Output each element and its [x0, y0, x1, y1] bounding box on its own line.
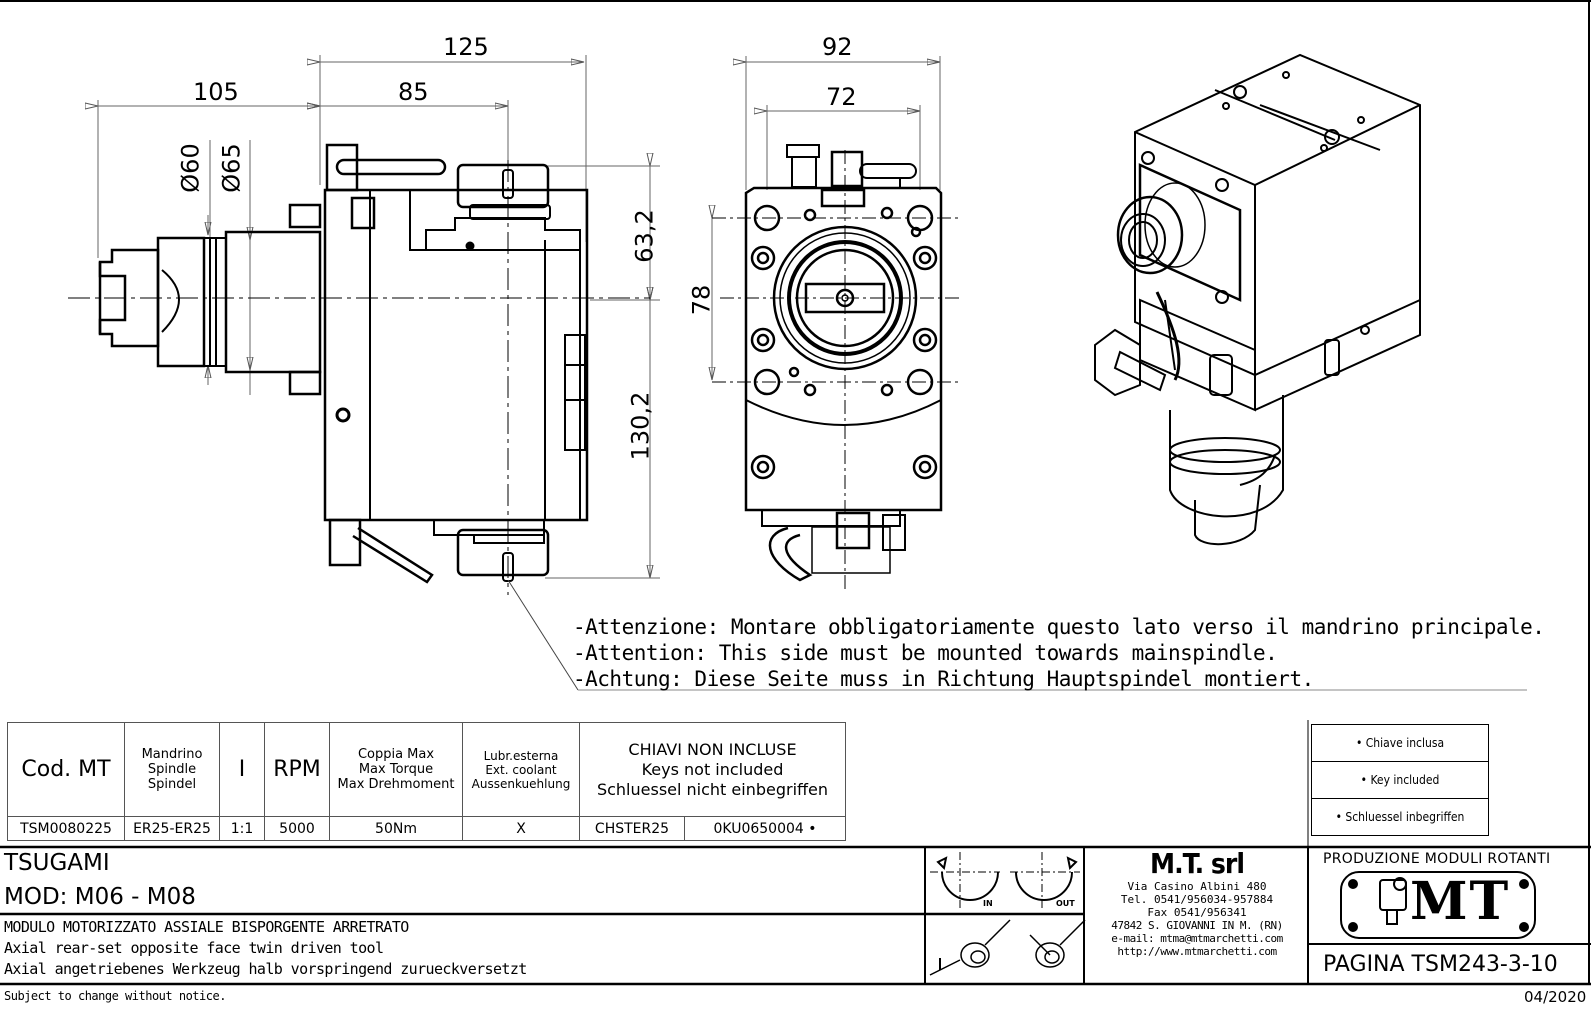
- company-info: M.T. srl Via Casino Albini 480 Tel. 0541…: [1086, 847, 1308, 959]
- dim-diameter-65: Ø65: [217, 143, 246, 193]
- side-view: [68, 55, 1527, 691]
- dim-width-outer: 92: [822, 33, 853, 61]
- notice-line-it: -Attenzione: Montare obbligatoriamente q…: [573, 615, 1545, 639]
- front-dimension-lines: [712, 56, 941, 380]
- header-coolant-en: Ext. coolant: [485, 762, 557, 777]
- company-fax: Fax 0541/956341: [1147, 906, 1247, 919]
- dim-diameter-60: Ø60: [176, 143, 205, 193]
- header-code: Cod. MT: [7, 722, 125, 817]
- dim-rear-length: 105: [193, 78, 239, 106]
- company-city: 47842 S. GIOVANNI IN M. (RN): [1111, 919, 1283, 932]
- spec-table: Cod. MT Mandrino Spindle Spindel I RPM C…: [7, 722, 846, 841]
- cell-key1: CHSTER25: [579, 816, 685, 841]
- notice-line-de: -Achtung: Diese Seite muss in Richtung H…: [573, 667, 1314, 691]
- rotation-in-icon: [930, 852, 1000, 910]
- cell-key2: 0KU0650004 •: [684, 816, 846, 841]
- rotation-out-label: OUT: [1056, 899, 1075, 908]
- legend-schluessel-inbegriffen: • Schluessel inbegriffen: [1335, 810, 1465, 824]
- page-number: PAGINA TSM243-3-10: [1323, 952, 1558, 977]
- spec-table-header: Cod. MT Mandrino Spindle Spindel I RPM C…: [7, 722, 846, 817]
- spec-table-row: TSM0080225 ER25-ER25 1:1 5000 50Nm X CHS…: [7, 816, 846, 841]
- rotation-out-icon: [1010, 852, 1080, 910]
- header-torque: Coppia Max Max Torque Max Drehmoment: [329, 722, 463, 817]
- header-torque-en: Max Torque: [358, 762, 434, 777]
- dim-front-length: 85: [398, 78, 429, 106]
- dim-height-top: 63,2: [630, 209, 659, 263]
- header-spindle-de: Spindel: [147, 777, 197, 792]
- company-email[interactable]: e-mail: mtma@mtmarchetti.com: [1111, 932, 1283, 945]
- header-ratio: I: [219, 722, 265, 817]
- product-description: MODULO MOTORIZZATO ASSIALE BISPORGENTE A…: [4, 917, 527, 980]
- cell-torque: 50Nm: [329, 816, 463, 841]
- dim-width-inner: 72: [826, 83, 857, 111]
- header-spindle-it: Mandrino: [141, 747, 203, 762]
- side-dimension-lines: [98, 55, 660, 579]
- notice-line-en: -Attention: This side must be mounted to…: [573, 641, 1278, 665]
- header-keys-it: CHIAVI NON INCLUSE: [628, 739, 797, 759]
- machine-model: MOD: M06 - M08: [4, 884, 196, 910]
- cell-ratio: 1:1: [219, 816, 265, 841]
- machine-name: TSUGAMI: [4, 850, 110, 876]
- mounting-notice: -Attenzione: Montare obbligatoriamente q…: [573, 614, 1545, 692]
- front-view: [712, 56, 960, 590]
- cell-spindle: ER25-ER25: [124, 816, 220, 841]
- header-spindle: Mandrino Spindle Spindel: [124, 722, 220, 817]
- header-spindle-en: Spindle: [147, 762, 197, 777]
- cell-coolant: X: [462, 816, 580, 841]
- company-name: M.T. srl: [1150, 847, 1245, 880]
- company-address: Via Casino Albini 480: [1127, 880, 1267, 893]
- mt-logo: [1340, 871, 1536, 939]
- disclaimer: Subject to change without notice.: [4, 989, 226, 1003]
- title-block-frame: [0, 720, 1591, 986]
- logo-text: MT: [1410, 871, 1511, 932]
- cell-rpm: 5000: [264, 816, 330, 841]
- legend-chiave-inclusa: • Chiave inclusa: [1312, 725, 1488, 762]
- description-de: Axial angetriebenes Werkzeug halb vorspr…: [4, 960, 527, 978]
- revision-date: 04/2020: [1524, 988, 1587, 1006]
- cell-code: TSM0080225: [7, 816, 125, 841]
- dim-height-bottom: 130,2: [626, 391, 655, 461]
- dim-hole-spacing: 78: [687, 284, 716, 316]
- header-coolant: Lubr.esterna Ext. coolant Aussenkuehlung: [462, 722, 580, 817]
- company-website[interactable]: http://www.mtmarchetti.com: [1117, 945, 1277, 958]
- key-usage-icon: [929, 919, 1011, 976]
- legend-key-included: • Key included: [1312, 762, 1488, 799]
- logo-caption: PRODUZIONE MODULI ROTANTI: [1323, 851, 1551, 867]
- rotation-in-label: IN: [983, 899, 993, 908]
- keys-legend: • Chiave inclusa • Key included • Schlue…: [1311, 724, 1489, 836]
- description-en: Axial rear-set opposite face twin driven…: [4, 939, 384, 957]
- isometric-view: [1094, 53, 1421, 546]
- header-torque-de: Max Drehmoment: [337, 777, 455, 792]
- header-torque-it: Coppia Max: [357, 747, 435, 762]
- header-keys: CHIAVI NON INCLUSE Keys not included Sch…: [579, 722, 846, 817]
- company-tel: Tel. 0541/956034-957884: [1120, 893, 1274, 906]
- header-rpm: RPM: [264, 722, 330, 817]
- header-coolant-it: Lubr.esterna: [483, 748, 559, 763]
- header-keys-de: Schluessel nicht einbegriffen: [596, 779, 829, 799]
- header-coolant-de: Aussenkuehlung: [471, 776, 571, 791]
- dim-overall-length: 125: [443, 33, 489, 61]
- key-wrong-usage-icon: [1029, 919, 1086, 968]
- description-it: MODULO MOTORIZZATO ASSIALE BISPORGENTE A…: [4, 918, 409, 936]
- header-keys-en: Keys not included: [641, 759, 784, 779]
